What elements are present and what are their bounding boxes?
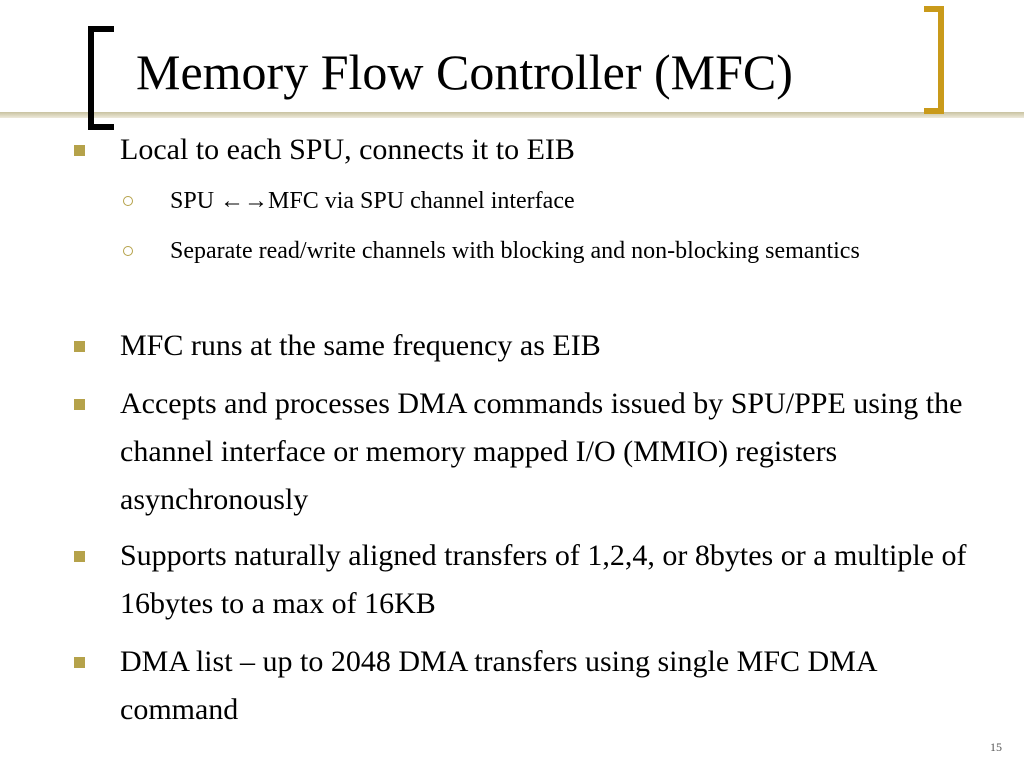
bullet-text: Supports naturally aligned transfers of … <box>120 539 967 620</box>
right-bracket-decoration <box>924 6 944 114</box>
square-bullet-icon <box>74 657 85 668</box>
square-bullet-icon <box>74 341 85 352</box>
ring-bullet-icon <box>123 196 133 206</box>
ring-bullet-icon <box>123 246 133 256</box>
page-number: 15 <box>990 740 1002 754</box>
square-bullet-icon <box>74 551 85 562</box>
bullet-text: MFC runs at the same frequency as EIB <box>120 329 601 362</box>
square-bullet-icon <box>74 145 85 156</box>
left-bracket-decoration <box>88 26 114 130</box>
bullet-text: Local to each SPU, connects it to EIB <box>120 133 575 166</box>
title-underline <box>0 112 1024 118</box>
sub-bullet-text: SPU ←→MFC via SPU channel interface <box>170 188 575 214</box>
square-bullet-icon <box>74 399 85 410</box>
title-underline-bar <box>0 112 1024 118</box>
sub-bullet-text: Separate read/write channels with blocki… <box>170 238 860 264</box>
bullet-text: Accepts and processes DMA commands issue… <box>120 387 963 516</box>
bullet-text: DMA list – up to 2048 DMA transfers usin… <box>120 645 876 726</box>
slide-title: Memory Flow Controller (MFC) <box>136 44 793 100</box>
